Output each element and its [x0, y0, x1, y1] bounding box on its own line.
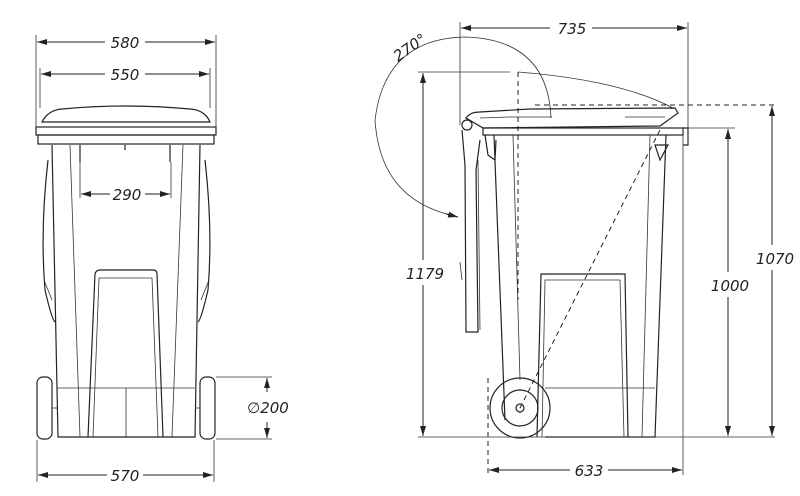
hinge [461, 119, 473, 131]
wheel-left [36, 376, 53, 440]
lid-rotation-arc [374, 36, 552, 217]
lid [465, 107, 679, 129]
wheel [489, 377, 551, 439]
handle-recess [536, 273, 629, 438]
dim-1179: 1179 [406, 265, 444, 283]
lid-rim [35, 126, 217, 136]
body [51, 144, 201, 438]
handle-recess [87, 269, 164, 438]
rim-band [37, 134, 215, 145]
body [493, 134, 667, 438]
dim-290: 290 [113, 186, 142, 204]
rim [482, 127, 684, 136]
dim-lid-angle: 270° [390, 30, 430, 65]
dim-580: 580 [111, 34, 140, 52]
dim-1000: 1000 [711, 277, 749, 295]
dim-633: 633 [575, 462, 604, 480]
wheel-right [199, 376, 216, 440]
dim-1070: 1070 [756, 250, 794, 268]
dim-wheel-diameter: ∅200 [247, 399, 289, 417]
lid [41, 105, 211, 123]
side-view: 270° 735 [374, 20, 794, 480]
rear-handle [461, 129, 481, 333]
dim-570: 570 [111, 467, 140, 485]
front-view: 580 550 290 ∅200 570 [35, 34, 289, 485]
dim-735: 735 [558, 20, 587, 38]
dim-550: 550 [111, 66, 140, 84]
